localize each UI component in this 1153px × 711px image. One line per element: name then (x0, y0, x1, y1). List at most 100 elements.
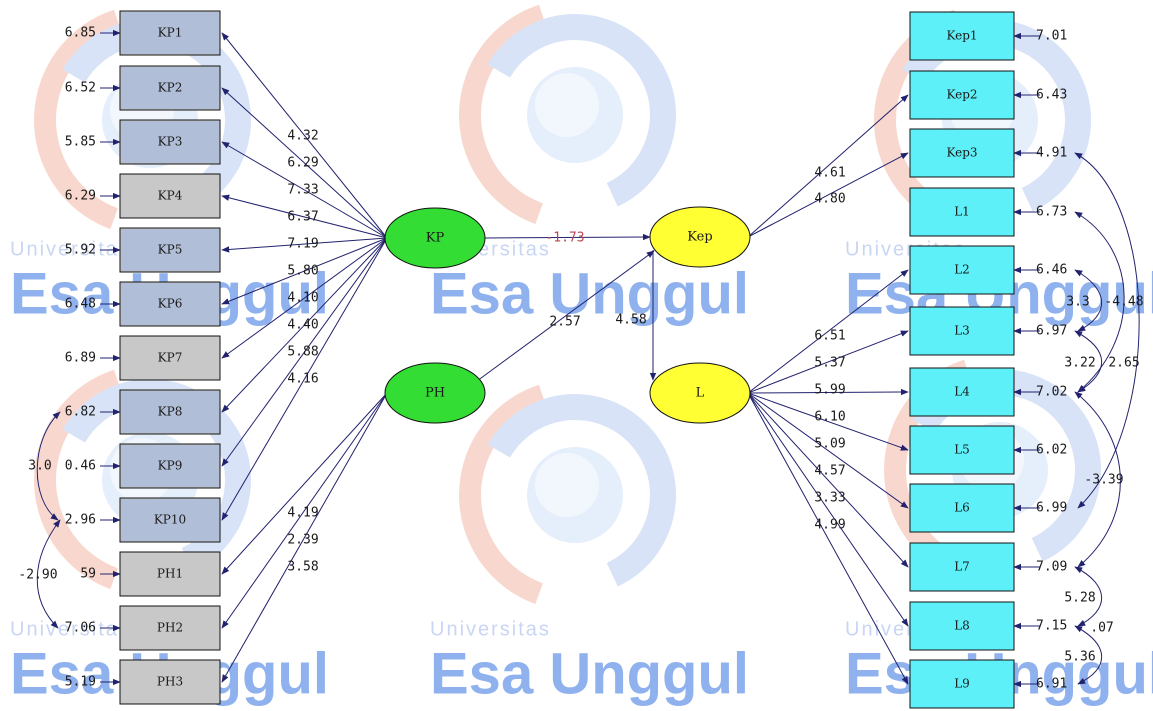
left-indicator-kp7: KP7 (119, 335, 221, 381)
indicator-label: PH3 (157, 675, 183, 689)
loading-arrow (221, 237, 388, 359)
indicator-label: Kep3 (946, 146, 977, 160)
indicator-tint (121, 12, 219, 54)
left-indicator-kp10: KP10 (119, 497, 221, 543)
loading-value: 4.16 (287, 372, 318, 387)
indicator-label: PH2 (157, 621, 183, 635)
covariance-value: 5.36 (1064, 650, 1095, 665)
covariance-value: -4.48 (1104, 295, 1143, 310)
indicator-tint (121, 445, 219, 487)
right-indicator-kep3: Kep3 (909, 128, 1015, 178)
swirl-arc-orange (459, 379, 691, 611)
indicator-box (119, 551, 221, 597)
loading-value: 4.61 (814, 166, 845, 181)
indicator-box (909, 70, 1015, 120)
loading-value: 7.19 (287, 237, 318, 252)
indicator-label: L7 (954, 560, 970, 574)
error-covariance (36, 411, 61, 521)
right-indicator-l7: L7 (909, 542, 1015, 592)
indicator-label: PH1 (157, 567, 183, 581)
error-variance: 6.97 (1036, 324, 1067, 339)
loading-value: 4.80 (814, 192, 845, 207)
error-variance: 7.09 (1036, 560, 1067, 575)
error-variance: 4.91 (1036, 146, 1067, 161)
latent-kp: KP (384, 207, 486, 269)
covariance-value: -3.39 (1084, 473, 1123, 488)
loading-arrow (221, 237, 388, 521)
indicator-box (909, 483, 1015, 533)
indicator-tint (121, 229, 219, 271)
indicator-label: KP1 (158, 26, 183, 40)
indicator-label: KP6 (158, 297, 183, 311)
error-variance: 59 (80, 567, 96, 582)
indicator-label: L5 (954, 443, 970, 457)
indicator-label: KP4 (158, 189, 183, 203)
loading-value: 5.09 (814, 437, 845, 452)
loading-arrow (221, 237, 388, 305)
loading-value: 7.33 (287, 183, 318, 198)
covariance-value: 3.0 (28, 459, 51, 474)
watermark-universitas: Universitas (10, 238, 131, 260)
swirl-arc-blue (474, 13, 676, 216)
latent-label: Kep (687, 230, 712, 245)
latent-ellipse (649, 206, 751, 268)
left-indicator-ph1: PH1 (119, 551, 221, 597)
error-variance: 6.43 (1036, 88, 1067, 103)
error-variance: 6.91 (1036, 677, 1067, 692)
indicator-box (909, 245, 1015, 295)
left-indicator-ph2: PH2 (119, 605, 221, 651)
error-variance: 7.02 (1036, 385, 1067, 400)
loading-arrow (747, 330, 909, 394)
latent-ellipse (649, 362, 751, 424)
loading-arrow (221, 237, 388, 413)
error-variance: 6.48 (65, 297, 96, 312)
error-variance: 6.73 (1036, 205, 1067, 220)
error-variance: 6.52 (65, 81, 96, 96)
indicator-label: KP3 (158, 135, 183, 149)
error-variance: 6.99 (1036, 501, 1067, 516)
indicator-tint (121, 499, 219, 541)
left-indicator-kp1: KP1 (119, 10, 221, 56)
latent-kep: Kep (649, 206, 751, 268)
indicator-label: L3 (954, 324, 970, 338)
watermark-swirl (459, 379, 691, 611)
error-variance: 6.29 (65, 189, 96, 204)
indicator-label: Kep1 (946, 29, 977, 43)
error-variance: 6.89 (65, 351, 96, 366)
left-indicator-kp6: KP6 (119, 281, 221, 327)
error-covariance (1074, 566, 1103, 627)
loading-value: 6.51 (814, 329, 845, 344)
indicator-box (909, 425, 1015, 475)
left-indicator-kp5: KP5 (119, 227, 221, 273)
error-covariance (1074, 269, 1103, 332)
loading-value: 4.32 (287, 129, 318, 144)
indicator-label: KP5 (158, 243, 183, 257)
indicator-tint (121, 283, 219, 325)
loading-value: 4.10 (287, 291, 318, 306)
indicator-box (909, 128, 1015, 178)
error-variance: 6.85 (65, 26, 96, 41)
loading-arrow (747, 392, 909, 627)
right-indicator-kep1: Kep1 (909, 11, 1015, 61)
latent-ellipse (384, 207, 486, 269)
right-indicator-l3: L3 (909, 306, 1015, 356)
watermark-esa-unggul: Esa Unggul (430, 261, 749, 326)
error-covariance (1074, 330, 1103, 393)
right-indicator-l1: L1 (909, 187, 1015, 237)
error-variance: 6.82 (65, 405, 96, 420)
covariance-value: .07 (1090, 621, 1113, 636)
loading-arrow (747, 388, 909, 396)
loading-value: 4.57 (814, 464, 845, 479)
indicator-label: KP9 (158, 459, 183, 473)
loading-value: 6.37 (287, 210, 318, 225)
right-indicator-l5: L5 (909, 425, 1015, 475)
loading-value: 5.37 (814, 356, 845, 371)
indicator-tint (121, 67, 219, 109)
left-indicator-kp2: KP2 (119, 65, 221, 111)
coefficient-labels: 6.856.525.856.295.926.486.896.820.462.96… (18, 26, 1143, 692)
indicator-label: L8 (954, 619, 970, 633)
swirl-highlight (535, 73, 599, 137)
structural-arrow (484, 233, 651, 241)
right-indicator-l9: L9 (909, 659, 1015, 709)
